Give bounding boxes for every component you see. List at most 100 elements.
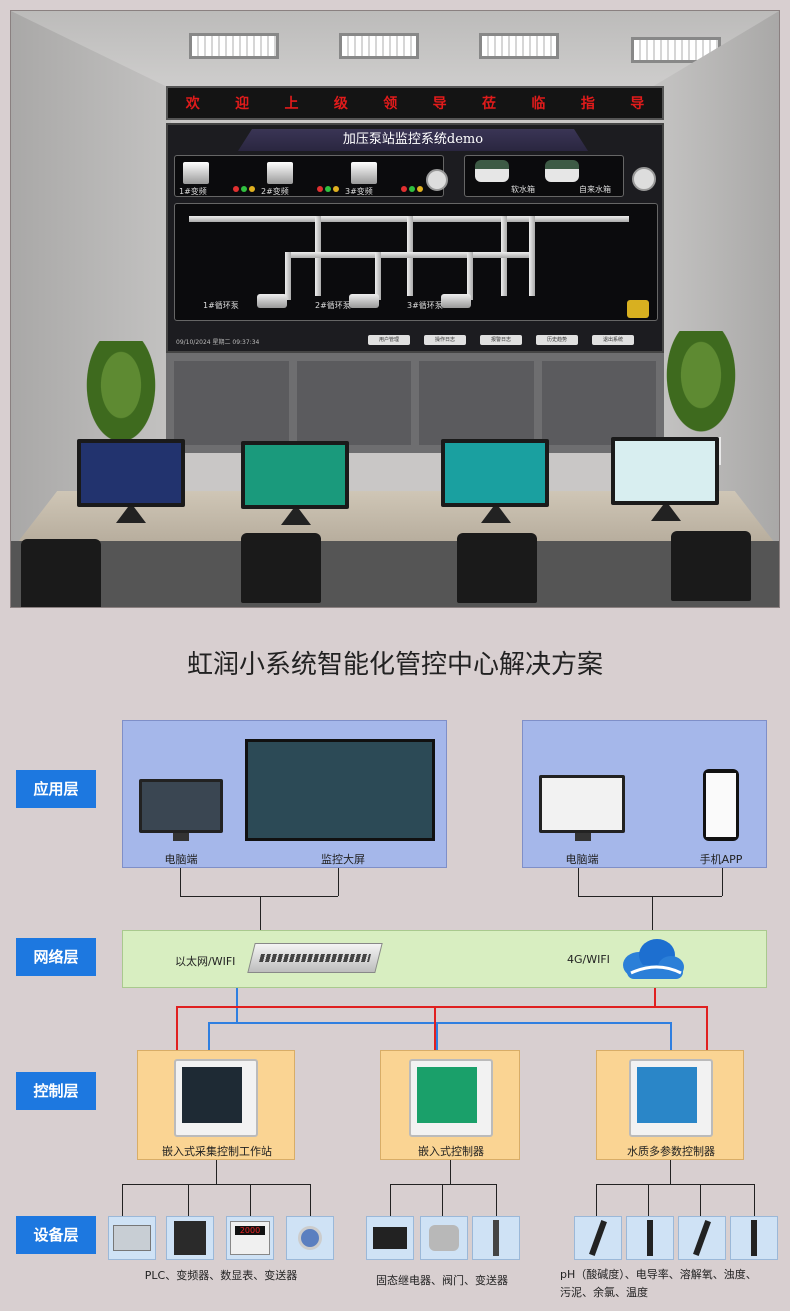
screen-button[interactable]: 用户管理 (368, 335, 410, 345)
pump-label: 1#变频 (179, 187, 207, 196)
pipe (375, 252, 381, 300)
monitor-icon (539, 775, 625, 833)
ethernet-line (236, 988, 238, 1022)
monitor-stand (173, 833, 189, 841)
wireless-line (434, 1006, 436, 1050)
device-caption: 固态继电器、阀门、变送器 (376, 1274, 508, 1287)
chair (457, 533, 537, 603)
connector-line (250, 1184, 251, 1216)
connector-line (180, 868, 181, 896)
ethernet-line (436, 1022, 438, 1050)
connector-line (722, 868, 723, 896)
screen-button[interactable]: 退出系统 (592, 335, 634, 345)
hmi-icon (174, 1059, 258, 1137)
wireless-line (176, 1006, 178, 1050)
connector-line (754, 1184, 755, 1216)
layer-tag-control: 控制层 (16, 1072, 96, 1110)
led-char: 欢 (185, 96, 200, 112)
control-box-water-quality: 水质多参数控制器 (596, 1050, 744, 1160)
layer-tag-device: 设备层 (16, 1216, 96, 1254)
chair (21, 539, 101, 607)
pipe (285, 252, 535, 258)
caption-screen: 监控大屏 (321, 853, 365, 866)
connector-line (260, 896, 261, 930)
screen-button[interactable]: 历史趋势 (536, 335, 578, 345)
probe-icon (626, 1216, 674, 1260)
connector-line (442, 1184, 443, 1216)
led-char: 导 (630, 96, 645, 112)
monitor-icon (139, 779, 223, 833)
control-room-photo: 欢 迎 上 级 领 导 莅 临 指 导 加压泵站监控系统demo 1#变频 2#… (10, 10, 780, 608)
plc-icon (108, 1216, 156, 1260)
status-light (417, 186, 423, 192)
device-caption: pH（酸碱度）、电导率、溶解氧、浊度、 (560, 1268, 757, 1281)
layer-tag-application: 应用层 (16, 770, 96, 808)
inverter-icon (166, 1216, 214, 1260)
connector-line (338, 868, 339, 896)
ethernet-line (670, 1022, 672, 1050)
tank-icon (475, 160, 509, 182)
connector-line (310, 1184, 311, 1216)
transmitter-icon (286, 1216, 334, 1260)
connector-line (652, 896, 653, 930)
layer-tag-network: 网络层 (16, 938, 96, 976)
pump-status-panel: 1#变频 2#变频 3#变频 (174, 155, 444, 197)
plant (81, 341, 161, 451)
relay-icon (366, 1216, 414, 1260)
control-box-embedded: 嵌入式控制器 (380, 1050, 520, 1160)
control-caption: 水质多参数控制器 (627, 1145, 715, 1158)
screen-button[interactable]: 报警日志 (480, 335, 522, 345)
network-wireless-label: 4G/WIFI (567, 953, 610, 966)
chart-icon (426, 169, 448, 191)
connector-line (180, 896, 338, 897)
connector-line (122, 1184, 310, 1185)
solution-title: 虹润小系统智能化管控中心解决方案 (186, 650, 603, 680)
pipe (285, 252, 291, 300)
connector-line (596, 1184, 597, 1216)
connector-line (122, 1184, 123, 1216)
monitor-stand (575, 833, 591, 841)
caption-pc-right: 电脑端 (565, 853, 599, 866)
ethernet-line (208, 1022, 672, 1024)
connector-line (496, 1184, 497, 1216)
valve-icon (420, 1216, 468, 1260)
pump-icon (351, 162, 377, 184)
application-box-left: 电脑端 监控大屏 (122, 720, 447, 868)
probe-icon (730, 1216, 778, 1260)
network-box: 以太网/WIFI 4G/WIFI (122, 930, 767, 988)
wireless-line (654, 988, 656, 1006)
control-caption: 嵌入式控制器 (418, 1145, 484, 1158)
caption-pc-left: 电脑端 (164, 853, 198, 866)
ceiling-light (479, 33, 559, 59)
process-diagram: 1#循环泵 2#循环泵 3#循环泵 (174, 203, 658, 321)
connector-line (700, 1184, 701, 1216)
screen-button[interactable]: 操作日志 (424, 335, 466, 345)
tank-icon (545, 160, 579, 182)
led-char: 上 (284, 96, 299, 112)
device-caption: 污泥、余氯、温度 (560, 1286, 648, 1299)
circulation-pump-label: 1#循环泵 (203, 301, 239, 310)
ethernet-line (208, 1022, 210, 1050)
tank-label: 软水箱 (511, 185, 535, 194)
led-char: 导 (432, 96, 447, 112)
phone-icon (703, 769, 739, 841)
wireless-line (176, 1006, 708, 1008)
connector-line (216, 1160, 217, 1184)
status-light (333, 186, 339, 192)
connector-line (670, 1160, 671, 1184)
tank-panel: 软水箱 自来水箱 (464, 155, 624, 197)
pipe (529, 216, 535, 296)
connector-line (188, 1184, 189, 1216)
status-light (325, 186, 331, 192)
ceiling-light (189, 33, 279, 59)
desk-monitor (77, 439, 185, 507)
led-char: 指 (580, 96, 595, 112)
led-char: 级 (333, 96, 348, 112)
status-light (241, 186, 247, 192)
screen-title: 加压泵站监控系统demo (238, 129, 588, 151)
led-char: 迎 (235, 96, 250, 112)
status-light (401, 186, 407, 192)
control-box-workstation: 嵌入式采集控制工作站 (137, 1050, 295, 1160)
network-wired-label: 以太网/WIFI (175, 955, 236, 968)
tank-label: 自来水箱 (579, 185, 611, 194)
